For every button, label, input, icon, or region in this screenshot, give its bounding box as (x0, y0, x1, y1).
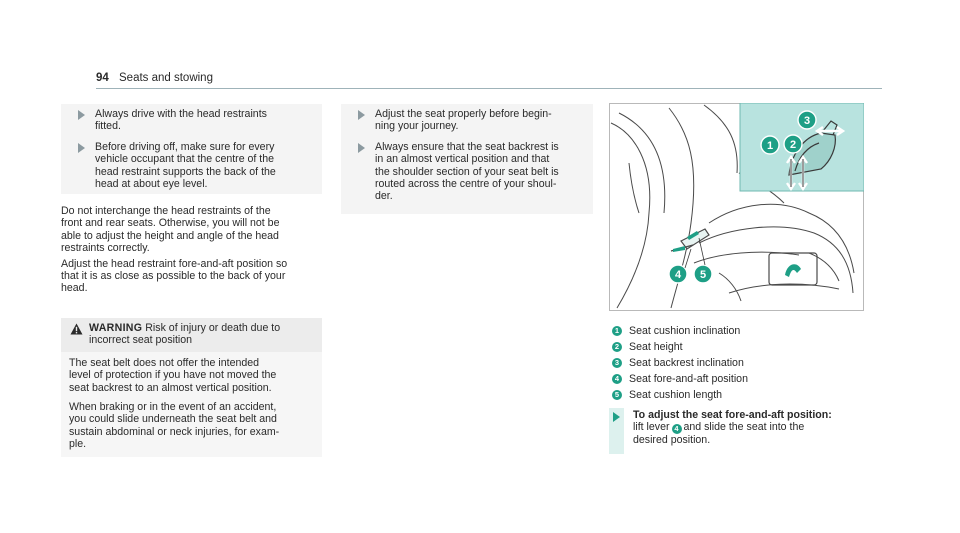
callout-1-label: 1 (767, 140, 773, 152)
legend-badge: 5 (612, 390, 622, 400)
section-title: Seats and stowing (119, 72, 213, 84)
callout-3-label: 3 (804, 115, 810, 127)
step-line-2: desired position. (633, 434, 711, 447)
page-number: 94 (96, 72, 109, 84)
legend-badge: 2 (612, 342, 622, 352)
warning-box: WARNING Risk of injury or death due to i… (61, 318, 322, 457)
paragraph: The seat belt does not offer the intende… (69, 356, 277, 394)
head-restraint-paragraphs: Do not interchange the head restraints o… (61, 205, 326, 298)
list-item: Adjust the seat properly before begin- n… (341, 108, 593, 133)
callout-2 (783, 134, 803, 154)
legend-item: 5 Seat cushion length (612, 387, 862, 403)
callout-3 (797, 110, 817, 130)
legend-item: 3 Seat backrest inclination (612, 355, 862, 371)
step-arrow-icon (613, 412, 620, 422)
legend-item: 2 Seat height (612, 339, 862, 355)
bullet-arrow-icon (78, 110, 85, 120)
list-item: Before driving off, make sure for every … (61, 141, 322, 191)
warning-label: WARNING (89, 322, 143, 334)
seat-adjustment-figure: 1 2 3 4 5 (609, 102, 865, 311)
step-marker (609, 408, 624, 454)
list-item: Always ensure that the seat backrest is … (341, 141, 593, 203)
callout-5 (693, 264, 713, 284)
head-restraint-notes: Always drive with the head restraints fi… (61, 104, 322, 194)
paragraph: Do not interchange the head restraints o… (61, 205, 280, 255)
step-title: To adjust the seat fore-and-aft position… (633, 409, 832, 421)
paragraph: When braking or in the event of an accid… (69, 401, 280, 451)
legend-badge: 1 (612, 326, 622, 336)
paragraph: Adjust the head restraint fore-and-aft p… (61, 257, 288, 295)
warning-title: Risk of injury or death due to (145, 322, 281, 334)
inline-callout-badge: 4 (671, 424, 682, 435)
list-item: Always drive with the head restraints fi… (61, 108, 322, 133)
legend-item: 1 Seat cushion inclination (612, 323, 862, 339)
callout-2-label: 2 (790, 139, 796, 151)
figure-callouts: 1 2 3 4 5 (668, 110, 817, 284)
figure-legend: 1 Seat cushion inclination 2 Seat height… (612, 323, 862, 403)
callout-4 (668, 264, 688, 284)
callout-5-label: 5 (700, 269, 706, 281)
page-header: 94 Seats and stowing (96, 71, 882, 89)
callout-1 (760, 135, 780, 155)
seat-illustration: 1 2 3 4 5 (609, 102, 865, 311)
seat-adjustment-notes: Adjust the seat properly before begin- n… (341, 104, 593, 214)
warning-body: The seat belt does not offer the intende… (61, 351, 322, 457)
legend-badge: 3 (612, 358, 622, 368)
callout-4-label: 4 (675, 269, 682, 281)
bullet-arrow-icon (358, 142, 365, 153)
step-instruction: To adjust the seat fore-and-aft position… (609, 408, 869, 454)
legend-item: 4 Seat fore-and-aft position (612, 371, 862, 387)
legend-badge: 4 (612, 374, 622, 384)
warning-triangle-icon (70, 323, 83, 335)
warning-header: WARNING Risk of injury or death due to i… (61, 318, 322, 352)
bullet-arrow-icon (78, 142, 85, 153)
bullet-arrow-icon (358, 110, 365, 120)
